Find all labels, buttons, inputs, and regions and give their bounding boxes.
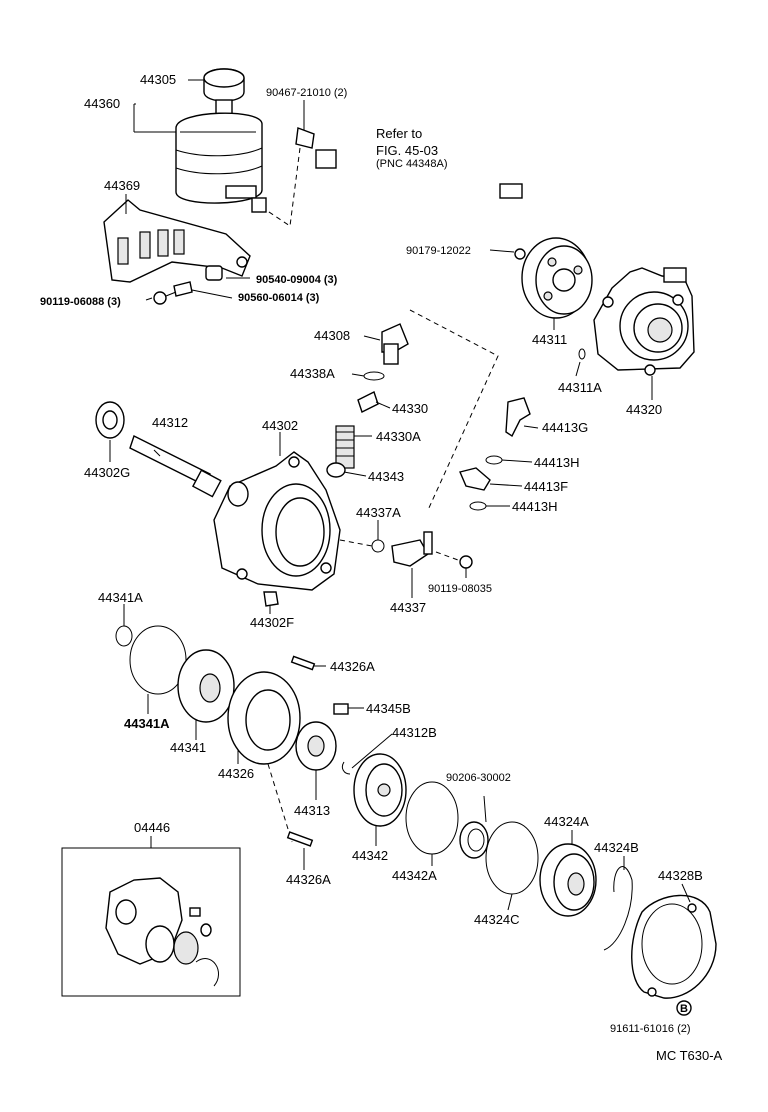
bolt-marker-circle: [676, 1000, 692, 1016]
pin-44326A-top: [290, 655, 316, 671]
snap-ring-44324B: [603, 866, 633, 951]
label-44305: 44305: [140, 72, 176, 87]
label-44324c: 44324C: [474, 912, 520, 927]
front-housing-44320: [593, 267, 695, 376]
pressure-plate-44342: [353, 753, 407, 827]
label-90467-21010: 90467-21010 (2): [266, 87, 347, 99]
dash-link-2: [435, 551, 459, 561]
label-44413h-bottom: 44413H: [512, 499, 558, 514]
label-44338a: 44338A: [290, 366, 335, 381]
dash-link-1: [339, 539, 373, 547]
label-44343: 44343: [368, 469, 404, 484]
pump-housing-44302: [213, 451, 341, 591]
return-hose: [265, 90, 523, 227]
snap-ring-44312B: [341, 761, 351, 775]
label-90560-06014: 90560-06014 (3): [238, 292, 320, 304]
label-44345b: 44345B: [366, 701, 411, 716]
label-44341: 44341: [170, 740, 206, 755]
label-44337a: 44337A: [356, 505, 401, 520]
label-44312: 44312: [152, 415, 188, 430]
shaft-44312: [95, 401, 222, 498]
label-90119-06088: 90119-06088 (3): [40, 296, 121, 308]
label-90206-30002: 90206-30002: [446, 772, 511, 784]
label-refer-to: Refer to: [376, 126, 422, 141]
dash-link-3: [267, 763, 293, 843]
union-bolt-set: [459, 397, 531, 511]
label-90119-08035: 90119-08035: [428, 583, 492, 595]
label-44324b: 44324B: [594, 840, 639, 855]
reservoir-assembly: [175, 68, 267, 213]
label-44326a-top: 44326A: [330, 659, 375, 674]
label-fig-45-03: FIG. 45-03: [376, 143, 438, 158]
bolt-90179: [514, 248, 526, 260]
leader-lines: [109, 79, 691, 911]
rear-cover-44324A: [539, 843, 597, 917]
label-44342a: 44342A: [392, 868, 437, 883]
label-pnc-44348a: (PNC 44348A): [376, 158, 448, 170]
plug-44302F: [263, 591, 279, 607]
pin-44326A-bottom: [286, 831, 314, 847]
side-plate-44341: [177, 649, 235, 723]
label-91611-61016: 91611-61016 (2): [610, 1023, 691, 1035]
o-ring-44341A-small: [115, 625, 133, 647]
label-44312b: 44312B: [392, 725, 437, 740]
label-44413h-top: 44413H: [534, 455, 580, 470]
label-44413f: 44413F: [524, 479, 568, 494]
kit-illustration: [105, 877, 219, 987]
label-44313: 44313: [294, 803, 330, 818]
bracket-44328B: [631, 894, 717, 999]
label-44302g: 44302G: [84, 465, 130, 480]
label-44341a-bottom: 44341A: [124, 716, 170, 731]
label-90179-12022: 90179-12022: [406, 245, 471, 257]
label-44320: 44320: [626, 402, 662, 417]
label-44311a: 44311A: [558, 380, 602, 395]
vane-44345B: [333, 703, 349, 715]
label-44326: 44326: [218, 766, 254, 781]
part-labels: 44305 44360 90467-21010 (2) Refer to FIG…: [40, 72, 723, 1063]
rotor-44313: [295, 721, 337, 771]
label-44328b: 44328B: [658, 868, 703, 883]
label-44330: 44330: [392, 401, 428, 416]
label-44311: 44311: [532, 332, 567, 347]
reservoir-bracket: [103, 199, 251, 283]
label-04446: 04446: [134, 820, 170, 835]
footer-code: MC T630-A: [656, 1048, 723, 1063]
label-44341a-top: 44341A: [98, 590, 143, 605]
o-ring-44324C: [485, 821, 539, 895]
o-ring-44311A: [578, 348, 586, 360]
o-ring-44342A: [405, 781, 459, 855]
label-44308: 44308: [314, 328, 350, 343]
label-b-marker: B: [680, 1003, 688, 1015]
bolt-90119-08035: [459, 555, 473, 569]
label-44337: 44337: [390, 600, 426, 615]
label-44413g: 44413G: [542, 420, 588, 435]
label-44302f: 44302F: [250, 615, 294, 630]
label-44302: 44302: [262, 418, 298, 433]
cam-ring-44326: [227, 671, 301, 765]
label-44324a: 44324A: [544, 814, 589, 829]
label-44342: 44342: [352, 848, 388, 863]
o-ring-44337A: [371, 539, 385, 553]
snap-ring-90206: [459, 821, 489, 859]
label-44330a: 44330A: [376, 429, 421, 444]
label-44326a-bottom: 44326A: [286, 872, 331, 887]
pulley-44311: [521, 237, 593, 319]
label-90540-09004: 90540-09004 (3): [256, 274, 338, 286]
bracket-bolts: [153, 265, 223, 305]
flow-control-valve: [326, 309, 499, 511]
label-44369: 44369: [104, 178, 140, 193]
label-44360: 44360: [84, 96, 120, 111]
flow-valve-44337: [391, 531, 433, 567]
